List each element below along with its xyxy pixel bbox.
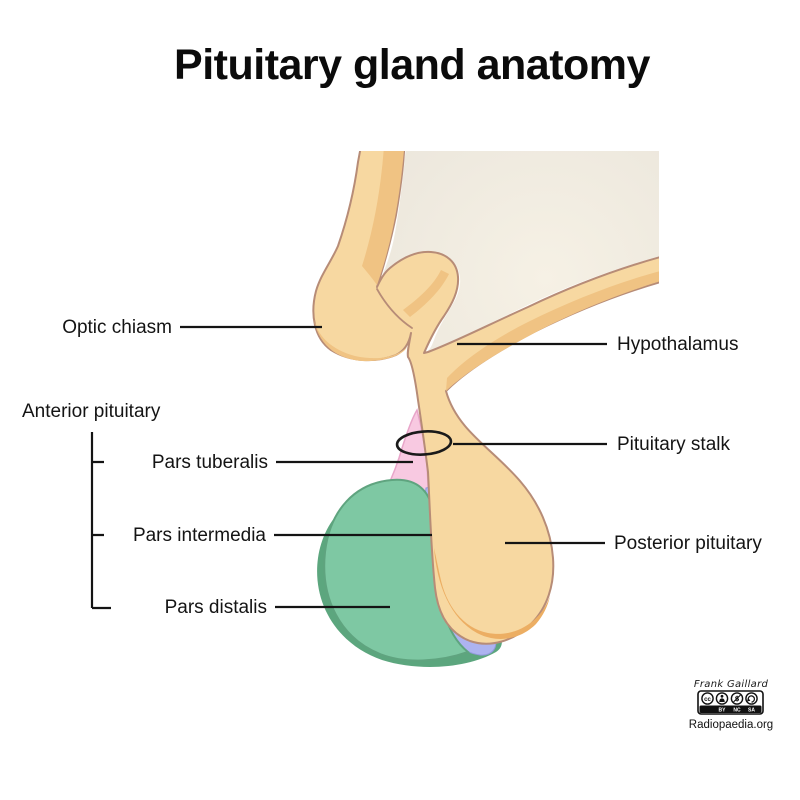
chiasm-shadow: [313, 315, 407, 362]
pointer-lines: [90, 325, 607, 610]
by-person-body: [719, 698, 725, 702]
cc-icon-text: cc: [704, 697, 711, 703]
floor-band-shadow-stripe: [446, 271, 659, 391]
label-posterior-pituitary: Posterior pituitary: [614, 533, 762, 554]
hypothalamus-posterior-shape: [312, 151, 659, 645]
label-pars-intermedia: Pars intermedia: [133, 525, 266, 546]
cc-license-badge: cc $ BY NC SA: [697, 690, 764, 715]
label-anterior-pituitary: Anterior pituitary: [22, 401, 161, 422]
infundibulum-shadow-stripe: [403, 270, 449, 317]
cc-badge-bar: [699, 705, 762, 713]
author-signature: Frank Gaillard: [694, 679, 769, 690]
third-ventricle-region: [377, 151, 659, 353]
by-person-head: [720, 694, 724, 698]
brain-artwork-group: [312, 151, 659, 667]
sa-arrow-head: [747, 697, 751, 702]
label-pars-distalis: Pars distalis: [165, 597, 267, 618]
labels: Optic chiasm Anterior pituitary Pars tub…: [22, 317, 762, 618]
cc-nc-text: NC: [733, 708, 741, 714]
label-optic-chiasm: Optic chiasm: [62, 317, 172, 338]
column-shadow-stripe: [362, 151, 404, 285]
cc-by-text: BY: [719, 708, 727, 714]
cc-icon: [701, 692, 714, 705]
sa-arrow-icon: [745, 692, 758, 705]
chiasm-crease-line: [376, 288, 413, 329]
label-pituitary-stalk: Pituitary stalk: [617, 434, 730, 455]
cc-sa-text: SA: [748, 708, 755, 714]
page-title: Pituitary gland anatomy: [174, 41, 650, 89]
radiopaedia-credit: Radiopaedia.org: [689, 719, 773, 731]
label-pars-tuberalis: Pars tuberalis: [152, 452, 268, 473]
pituitary-stalk-ring: [395, 430, 453, 456]
anterior-pituitary-bracket: [90, 432, 111, 610]
credit-block: Frank Gaillard cc $ BY NC SA Radio: [689, 679, 773, 731]
nc-strike: [733, 694, 741, 703]
label-hypothalamus: Hypothalamus: [617, 334, 738, 355]
